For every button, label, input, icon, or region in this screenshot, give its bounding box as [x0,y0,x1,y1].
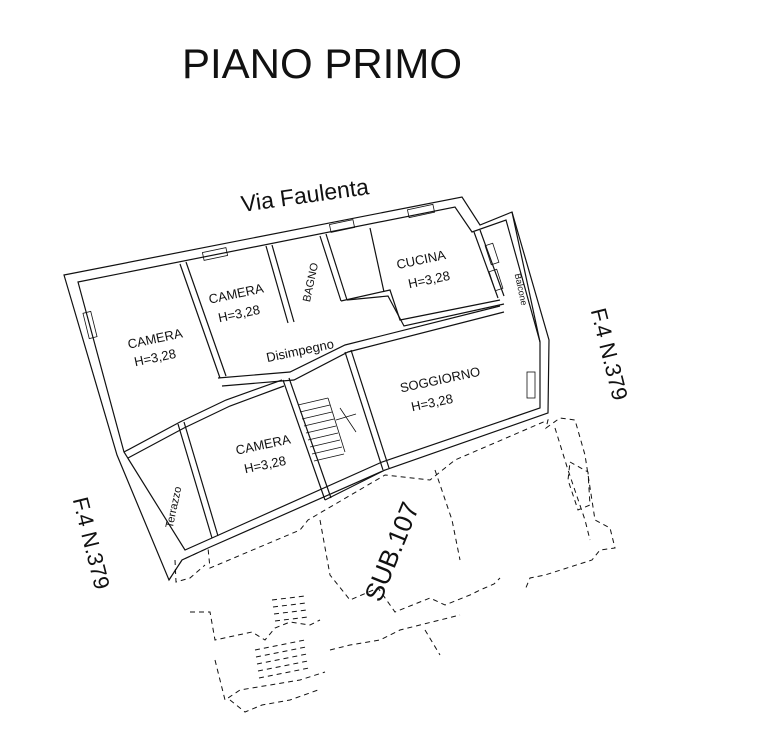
room-bagno: BAGNO [301,261,321,303]
room-name: SOGGIORNO [399,364,482,396]
room-soggiorno: SOGGIORNO H=3,28 [399,364,482,415]
room-name: Disimpegno [265,336,335,365]
room-camera-top: CAMERA H=3,28 [207,280,265,325]
cadastral-ref-left: F.4 N.379 [68,494,115,591]
room-name: CAMERA [126,325,184,351]
room-name: BAGNO [301,261,321,303]
neighbour-stairs [254,595,310,679]
room-height: H=3,28 [407,268,451,291]
room-terrazzo: Terrazzo [164,485,185,529]
room-height: H=3,28 [243,453,287,476]
staircase [297,397,357,462]
cadastral-ref-right: F.4 N.379 [586,305,633,402]
plan-title: PIANO PRIMO [182,40,462,87]
room-height: H=3,28 [410,391,454,414]
window-marks [82,203,536,399]
street-label: Via Faulenta [239,173,370,217]
room-camera-bottom: CAMERA H=3,28 [234,431,292,476]
building-walls [63,196,550,582]
room-disimpegno: Disimpegno [265,336,335,365]
room-cucina: CUCINA H=3,28 [395,247,451,291]
room-camera-left: CAMERA H=3,28 [126,325,184,369]
neighbour-outlines [168,417,616,713]
room-name: Balcone [513,272,530,306]
room-balcone: Balcone [513,272,530,306]
room-name: CUCINA [395,247,447,272]
room-height: H=3,28 [217,302,261,325]
room-name: Terrazzo [164,485,185,529]
sub-unit-label: SUB.107 [358,498,425,606]
